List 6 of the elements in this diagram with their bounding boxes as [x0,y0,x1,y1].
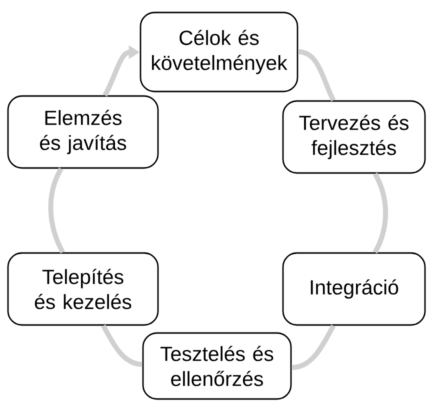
process-box: Elemzés és javítás [7,95,159,169]
process-box: Telepítés és kezelés [7,252,159,326]
process-box: Célok és követelmények [140,12,298,92]
process-box: Tervezés és fejlesztés [282,100,426,174]
process-box: Integráció [282,252,426,326]
process-box: Tesztelés és ellenőrzés [142,332,292,400]
